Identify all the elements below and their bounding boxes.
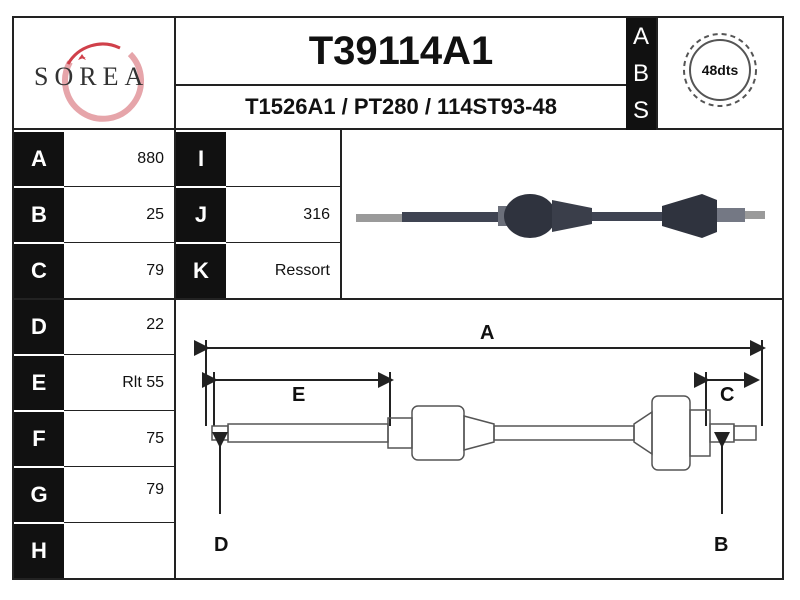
spec-label-k: K <box>176 244 226 298</box>
spec-label-i: I <box>176 132 226 186</box>
row-sep <box>64 466 174 467</box>
row-sep <box>226 186 340 187</box>
part-code: T39114A1 <box>308 29 494 73</box>
left-spec-table: A 880 B 25 C 79 D 22 E Rlt 55 F 75 G 79 … <box>14 130 174 578</box>
abs-teeth-count: 48dts <box>701 62 739 78</box>
header-divider <box>12 128 784 130</box>
spec-label-h: H <box>14 524 64 578</box>
abs-ring-box: 48dts <box>658 18 782 130</box>
code-divider <box>174 84 626 86</box>
row-sep <box>64 354 174 355</box>
spec-value-a: 880 <box>137 150 164 167</box>
dim-label-d: D <box>214 534 229 556</box>
logo-swoosh-icon <box>62 42 145 122</box>
abs-letter-b: B <box>632 60 649 87</box>
spec-label-b: B <box>14 188 64 242</box>
spec-value-k: Ressort <box>274 262 330 279</box>
driveshaft-photo <box>342 134 782 298</box>
spec-label-e: E <box>14 356 64 410</box>
spec-label-f: F <box>14 412 64 466</box>
row-sep <box>64 410 174 411</box>
spec-label-j: J <box>176 188 226 242</box>
dim-label-b: B <box>714 534 729 556</box>
logo-text: SOREA <box>34 62 150 91</box>
abs-gear-icon <box>683 33 757 107</box>
spec-label-d: D <box>14 300 64 354</box>
spec-value-j: 316 <box>303 206 330 223</box>
shaft-divider <box>340 128 342 298</box>
sorea-logo: SOREA <box>14 18 174 128</box>
spec-value-b: 25 <box>146 206 164 223</box>
row-sep <box>64 522 174 523</box>
row-sep <box>64 242 174 243</box>
spec-label-g: G <box>14 468 64 522</box>
row-sep <box>226 242 340 243</box>
dim-label-a: A <box>480 322 495 344</box>
spec-value-d: 22 <box>146 316 164 333</box>
part-references: T1526A1 / PT280 / 114ST93-48 <box>245 94 557 119</box>
abs-divider <box>656 16 658 128</box>
abs-letter-a: A <box>632 23 649 50</box>
dim-label-e: E <box>292 384 306 406</box>
mid-spec-table: I J 316 K Ressort <box>176 130 340 298</box>
abs-label-block: A B S <box>626 18 656 130</box>
middle-divider <box>174 298 784 300</box>
driveshaft-dimension-drawing <box>194 340 766 514</box>
spec-label-c: C <box>14 244 64 298</box>
spec-label-a: A <box>14 132 64 186</box>
driveshaft-illustration <box>356 194 765 238</box>
row-sep <box>64 186 174 187</box>
spec-value-g: 79 <box>146 481 164 498</box>
spec-value-e: Rlt 55 <box>122 374 164 391</box>
spec-value-c: 79 <box>146 262 164 279</box>
dimension-diagram: A E C D B <box>176 300 782 578</box>
row-sep <box>14 298 174 300</box>
abs-letter-s: S <box>632 97 649 124</box>
dim-label-c: C <box>720 384 735 406</box>
spec-value-f: 75 <box>146 430 164 447</box>
